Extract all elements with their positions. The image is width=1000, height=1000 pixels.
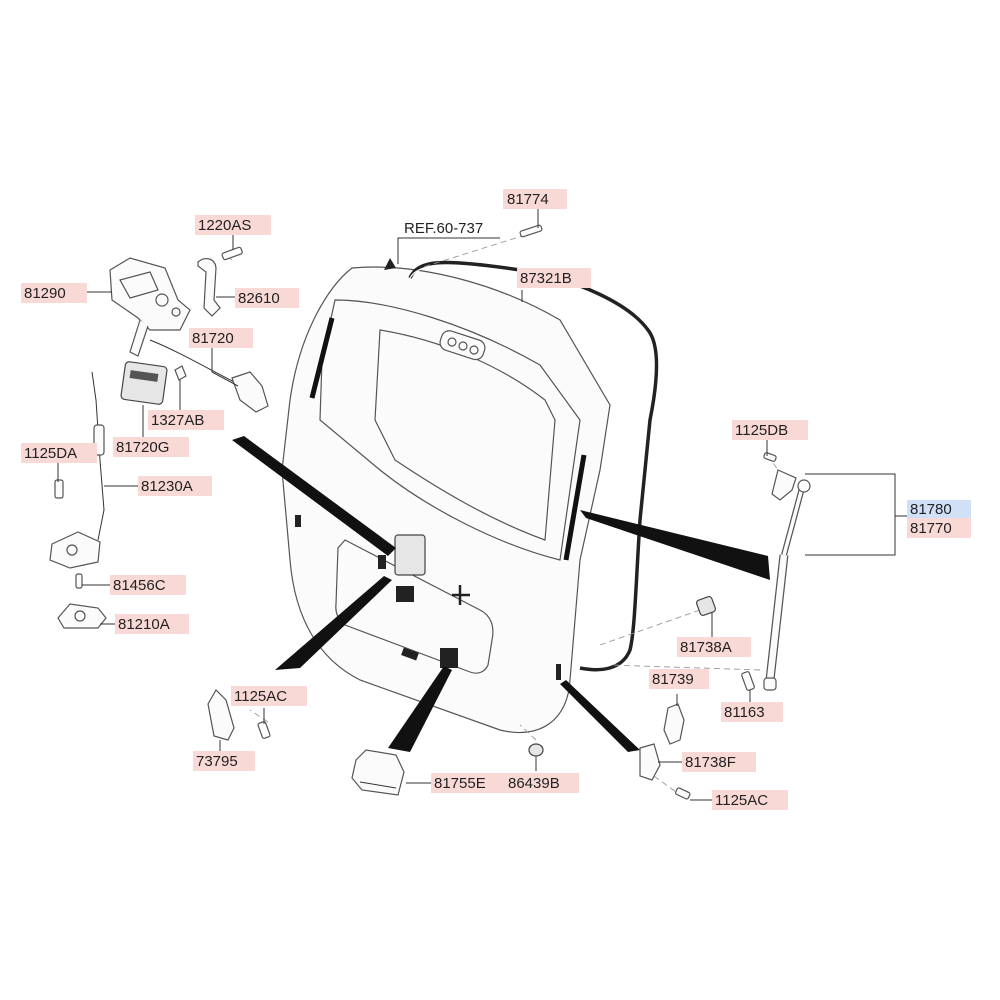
label-81720-text: 81720 [192, 330, 234, 347]
bolt-1125da [54, 479, 64, 499]
label-82610-text: 82610 [238, 290, 280, 307]
label-81738f[interactable]: 81738F [682, 752, 756, 772]
label-81230a[interactable]: 81230A [138, 476, 212, 496]
label-81755e-text: 81755E [434, 775, 486, 792]
ref-label: REF.60-737 [404, 220, 483, 237]
rod-81230a [91, 371, 105, 541]
gas-lift [763, 469, 811, 691]
label-81774[interactable]: 81774 [503, 189, 567, 209]
label-81290[interactable]: 81290 [21, 283, 87, 303]
bumper-81738a [695, 595, 717, 617]
bolt-81456c [75, 573, 83, 589]
label-81210a-text: 81210A [118, 616, 170, 633]
ref-text: REF.60-737 [404, 220, 483, 237]
label-1220as[interactable]: 1220AS [195, 215, 271, 235]
label-81720g-text: 81720G [116, 439, 169, 456]
label-81738a-text: 81738A [680, 639, 732, 656]
label-73795-text: 73795 [196, 753, 238, 770]
stud-81774 [519, 224, 543, 238]
label-81163-text: 81163 [724, 704, 765, 721]
actuator-81720 [231, 371, 269, 413]
label-81774-text: 81774 [507, 191, 549, 208]
label-81755e[interactable]: 81755E [431, 773, 507, 793]
bolt-1125db [763, 452, 777, 462]
label-81738f-text: 81738F [685, 754, 736, 771]
label-1125ac-left[interactable]: 1125AC [231, 686, 307, 706]
label-1125ac-left-text: 1125AC [234, 688, 287, 705]
bolt-1125ac-right [675, 787, 691, 800]
label-87321b[interactable]: 87321B [517, 268, 591, 288]
label-81738a[interactable]: 81738A [677, 637, 751, 657]
weatherstrip [408, 260, 659, 672]
label-1125da-text: 1125DA [24, 445, 77, 462]
label-81739-text: 81739 [652, 671, 694, 688]
label-82610[interactable]: 82610 [235, 288, 299, 308]
bolt-1125ac-left [257, 721, 271, 739]
label-1327ab[interactable]: 1327AB [148, 410, 224, 430]
label-81739[interactable]: 81739 [649, 669, 709, 689]
label-1327ab-text: 1327AB [151, 412, 204, 429]
label-86439b[interactable]: 86439B [505, 773, 579, 793]
label-87321b-text: 87321B [520, 270, 572, 287]
label-81290-text: 81290 [24, 285, 66, 302]
bracket-81738f [639, 743, 661, 781]
bracket-73795 [207, 689, 235, 741]
label-81230a-text: 81230A [141, 478, 193, 495]
latch-assembly-81290 [109, 257, 191, 357]
grommet-86439b [528, 743, 544, 757]
bolt-1220as [221, 246, 243, 261]
label-81720[interactable]: 81720 [189, 328, 253, 348]
pin-81163 [741, 671, 755, 691]
label-81163[interactable]: 81163 [721, 702, 783, 722]
label-81456c-text: 81456C [113, 577, 166, 594]
label-1125da[interactable]: 1125DA [21, 443, 97, 463]
label-81210a[interactable]: 81210A [115, 614, 189, 634]
label-73795[interactable]: 73795 [193, 751, 255, 771]
label-1220as-text: 1220AS [198, 217, 251, 234]
label-81780-text: 81780 [910, 501, 952, 518]
latch-mount [394, 534, 426, 576]
label-1125db[interactable]: 1125DB [732, 420, 808, 440]
leader-lines [57, 207, 908, 801]
label-86439b-text: 86439B [508, 775, 560, 792]
link-82610 [197, 258, 221, 317]
label-1125db-text: 1125DB [735, 422, 788, 439]
tailgate-panel [281, 266, 611, 734]
label-81720g[interactable]: 81720G [113, 437, 189, 457]
label-81456c[interactable]: 81456C [110, 575, 186, 595]
bracket-81739 [663, 703, 685, 745]
label-1125ac-right-text: 1125AC [715, 792, 768, 809]
handle-81720g [120, 361, 168, 405]
clip-1327ab [174, 365, 187, 381]
label-81780[interactable]: 81780 [907, 500, 971, 518]
label-1125ac-right[interactable]: 1125AC [712, 790, 788, 810]
label-81770[interactable]: 81770 [907, 518, 971, 538]
label-81770-text: 81770 [910, 520, 952, 537]
cover-81755e [351, 749, 405, 796]
